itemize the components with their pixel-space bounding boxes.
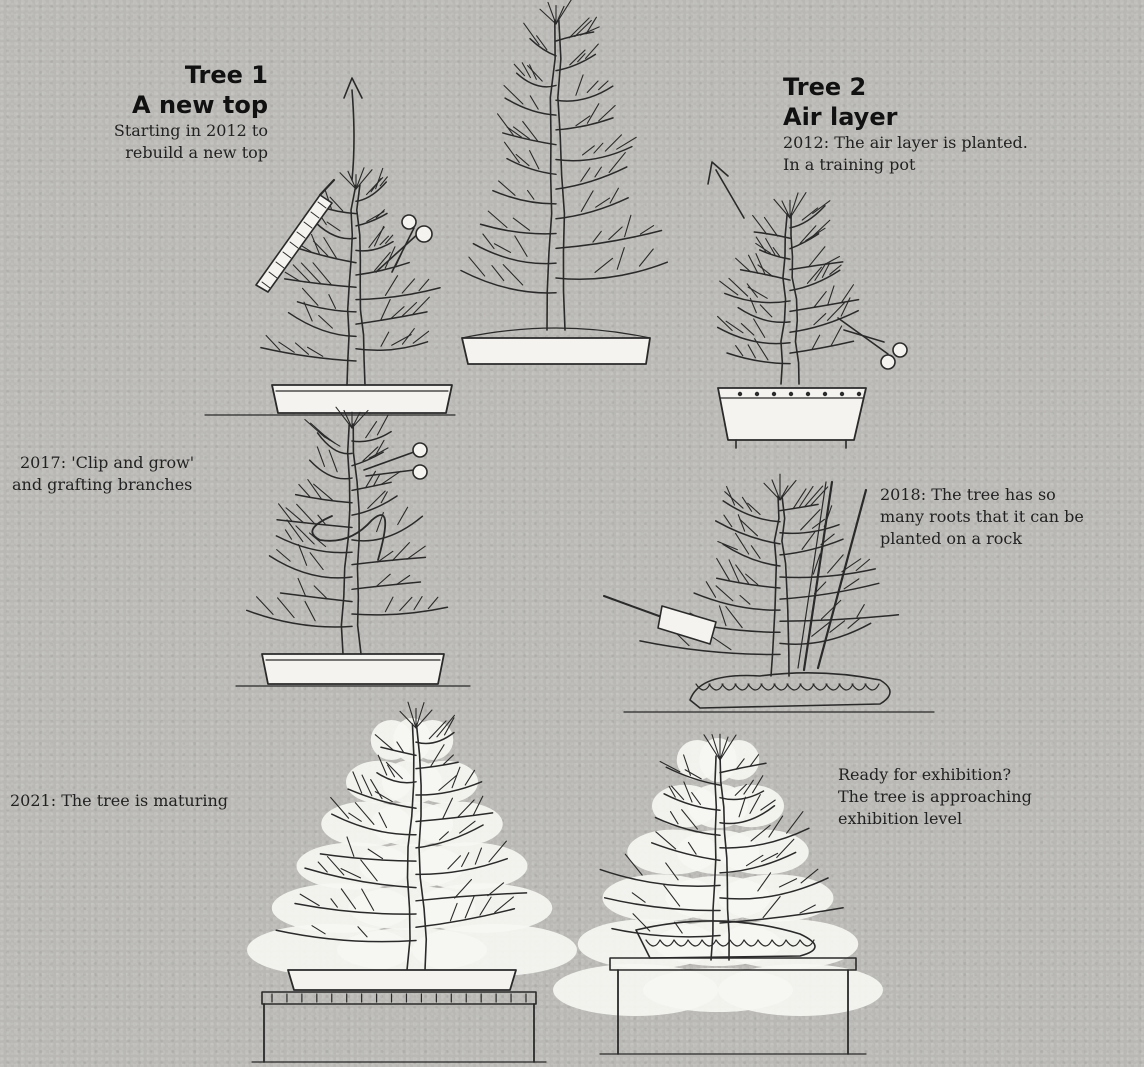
tree2-header: Tree 2 Air layer 2012: The air layer is … <box>783 72 1028 176</box>
caption-2017-line-1: 2017: 'Clip and grow' <box>12 452 194 474</box>
caption-2018-line-1: 2018: The tree has so <box>880 484 1084 506</box>
tree1-caption-line-2: rebuild a new top <box>30 142 268 164</box>
caption-2018-line-2: many roots that it can be <box>880 506 1084 528</box>
scissors-icon <box>838 318 907 369</box>
stand-icon <box>252 992 546 1062</box>
tree2-exhibition-sketch <box>553 734 883 1016</box>
caption-exhibition-line-2: The tree is approaching <box>838 786 1032 808</box>
caption-2017: 2017: 'Clip and grow' and grafting branc… <box>12 452 194 496</box>
tree2-caption-line-1: 2012: The air layer is planted. <box>783 132 1028 154</box>
tree1-2017-sketch <box>236 407 470 686</box>
scissors-icon <box>376 215 432 272</box>
arrow-up-icon <box>344 78 362 180</box>
caption-2017-line-2: and grafting branches <box>12 474 194 496</box>
tree1-tall-sketch <box>461 0 667 364</box>
saw-icon <box>256 180 334 292</box>
tree2-subtitle: Air layer <box>783 102 1028 132</box>
caption-2018-line-3: planted on a rock <box>880 528 1084 550</box>
tree2-title: Tree 2 <box>783 72 1028 102</box>
caption-2021: 2021: The tree is maturing <box>10 790 228 812</box>
caption-exhibition-line-3: exhibition level <box>838 808 1032 830</box>
tree2-caption-line-2: In a training pot <box>783 154 1028 176</box>
tree1-header: Tree 1 A new top Starting in 2012 to reb… <box>30 60 268 164</box>
caption-2018: 2018: The tree has so many roots that it… <box>880 484 1084 550</box>
caption-exhibition: Ready for exhibition? The tree is approa… <box>838 764 1032 830</box>
caption-exhibition-line-1: Ready for exhibition? <box>838 764 1032 786</box>
arrow-up-icon <box>708 162 744 218</box>
tree1-2021-sketch <box>247 702 577 990</box>
shovel-icon <box>604 596 716 644</box>
tree2-2012-sketch <box>718 193 866 448</box>
tree1-caption-line-1: Starting in 2012 to <box>30 120 268 142</box>
tree1-subtitle: A new top <box>30 90 268 120</box>
caption-2021-line-1: 2021: The tree is maturing <box>10 790 228 812</box>
tree1-title: Tree 1 <box>30 60 268 90</box>
